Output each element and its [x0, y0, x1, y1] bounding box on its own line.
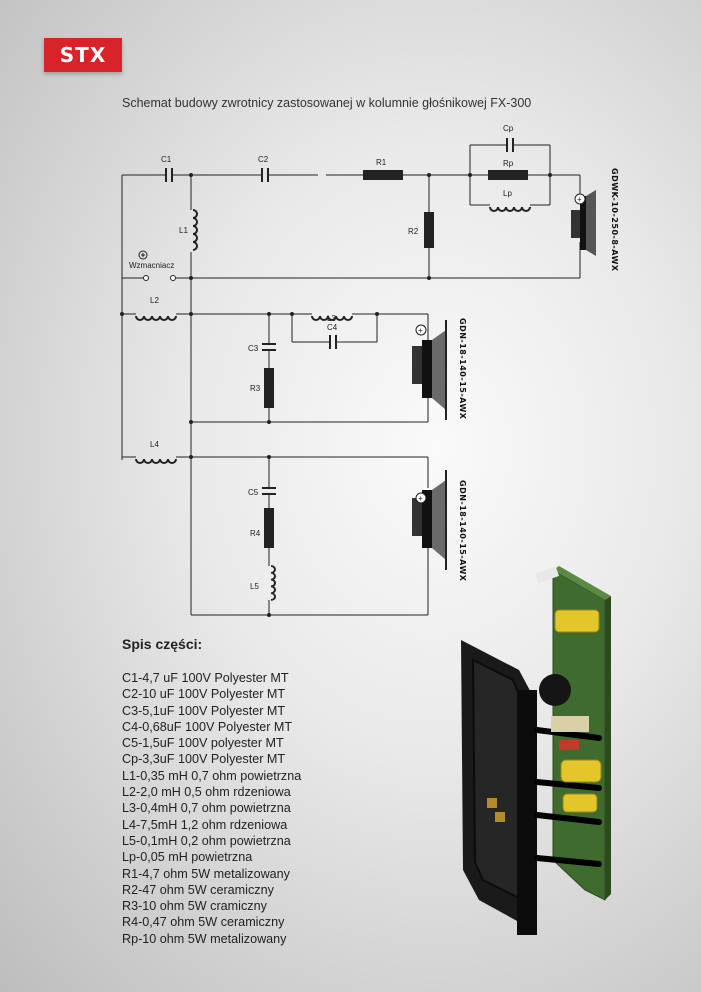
label-l1: L1: [179, 226, 188, 235]
part-item: C3-5,1uF 100V Polyester MT: [122, 703, 286, 718]
label-c3: C3: [248, 344, 259, 353]
crossover-schematic: + GDWK-10-250-8-AWX + GDN-18-140-15-AWX …: [120, 124, 619, 617]
resistors: [264, 170, 528, 548]
part-item: Rp-10 ohm 5W metalizowany: [122, 931, 287, 946]
bass-model-label: GDN-18-140-15-AWX: [458, 480, 467, 582]
part-item: L1-0,35 mH 0,7 ohm powietrzna: [122, 768, 302, 783]
label-amplifier: Wzmacniacz: [129, 261, 174, 270]
svg-text:+: +: [418, 494, 423, 503]
inductors: [135, 206, 531, 601]
part-item: L4-7,5mH 1,2 ohm rdzeniowa: [122, 817, 288, 832]
crossover-board-photo: [461, 566, 611, 935]
amplifier-terminals: [122, 250, 176, 281]
midrange-model-label: GDN-18-140-15-AWX: [458, 318, 467, 420]
part-item: R3-10 ohm 5W cramiczny: [122, 899, 267, 914]
part-item: L5-0,1mH 0,2 ohm powietrzna: [122, 833, 291, 848]
label-l2: L2: [150, 296, 159, 305]
bass-speaker-icon: +: [412, 470, 447, 570]
label-rp: Rp: [503, 159, 514, 168]
label-l4: L4: [150, 440, 159, 449]
part-item: L2-2,0 mH 0,5 ohm rdzeniowa: [122, 785, 291, 800]
midrange-speaker-icon: +: [412, 320, 447, 420]
part-item: C4-0,68uF 100V Polyester MT: [122, 719, 293, 734]
schematic-title: Schemat budowy zwrotnicy zastosowanej w …: [122, 96, 532, 110]
label-c2: C2: [258, 155, 269, 164]
wires: [121, 144, 581, 616]
label-l5: L5: [250, 582, 259, 591]
label-c4: C4: [327, 323, 338, 332]
svg-text:+: +: [577, 195, 582, 204]
part-item: R2-47 ohm 5W ceramiczny: [122, 882, 274, 897]
brand-logo: STX: [44, 38, 122, 72]
label-r2: R2: [408, 227, 419, 236]
tweeter-model-label: GDWK-10-250-8-AWX: [610, 168, 619, 272]
part-item: Cp-3,3uF 100V Polyester MT: [122, 752, 286, 767]
parts-list: C1-4,7 uF 100V Polyester MT C2-10 uF 100…: [122, 670, 301, 947]
label-r3: R3: [250, 384, 261, 393]
part-item: R4-0,47 ohm 5W ceramiczny: [122, 915, 285, 930]
parts-list-heading: Spis części:: [122, 636, 203, 652]
tweeter-speaker-icon: +: [571, 190, 596, 256]
label-c1: C1: [161, 155, 172, 164]
part-item: Lp-0,05 mH powietrzna: [122, 850, 253, 865]
label-r4: R4: [250, 529, 261, 538]
part-item: C2-10 uF 100V Polyester MT: [122, 687, 286, 702]
label-lp: Lp: [503, 189, 512, 198]
part-item: L3-0,4mH 0,7 ohm powietrzna: [122, 801, 291, 816]
capacitors: [165, 138, 514, 495]
part-item: C1-4,7 uF 100V Polyester MT: [122, 671, 289, 685]
svg-text:+: +: [418, 326, 423, 335]
junction-dots: [120, 173, 552, 617]
label-c5: C5: [248, 488, 259, 497]
part-item: C5-1,5uF 100V polyester MT: [122, 736, 284, 751]
label-r1: R1: [376, 158, 387, 167]
label-cp: Cp: [503, 124, 514, 133]
label-l3: L3: [327, 314, 336, 323]
part-item: R1-4,7 ohm 5W metalizowany: [122, 866, 290, 881]
